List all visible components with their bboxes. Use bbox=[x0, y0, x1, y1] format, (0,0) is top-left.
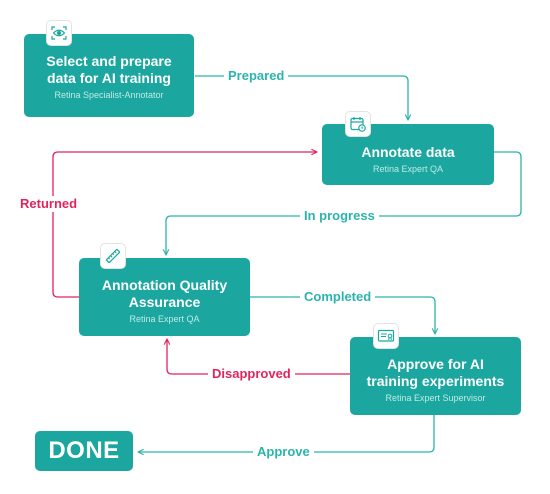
step-title-line: Annotation Quality bbox=[101, 277, 228, 293]
step-title-line: Approve for AI bbox=[387, 356, 484, 372]
step-role: Retina Expert Supervisor bbox=[385, 393, 486, 403]
done-terminal: DONE bbox=[35, 431, 133, 471]
step-select-prepare-data: Select and prepare data for AI training … bbox=[24, 34, 194, 117]
step-title-line: Select and prepare bbox=[46, 53, 172, 69]
step-title-line: data for AI training bbox=[47, 70, 171, 86]
label-returned: Returned bbox=[16, 196, 82, 212]
connector-in-progress bbox=[166, 151, 522, 255]
label-completed: Completed bbox=[300, 289, 376, 305]
label-disapproved: Disapproved bbox=[208, 366, 295, 382]
step-role: Retina Specialist-Annotator bbox=[54, 90, 164, 100]
step-annotation-quality-assurance: Annotation Quality Assurance Retina Expe… bbox=[79, 258, 250, 336]
step-approve-for-ai-training: Approve for AI training experiments Reti… bbox=[350, 337, 521, 415]
connector-returned bbox=[52, 152, 317, 298]
label-in-progress: In progress bbox=[300, 208, 379, 224]
eye-icon bbox=[46, 20, 72, 46]
ruler-pen-icon bbox=[100, 243, 126, 269]
connector-completed bbox=[250, 296, 435, 334]
label-approve: Approve bbox=[253, 444, 314, 460]
step-role: Retina Expert QA bbox=[129, 314, 200, 324]
connector-disapproved bbox=[167, 339, 350, 375]
step-role: Retina Expert QA bbox=[372, 164, 444, 174]
connector-approve bbox=[138, 415, 435, 452]
certificate-icon bbox=[373, 323, 399, 349]
label-prepared: Prepared bbox=[224, 68, 289, 84]
step-title-line: Annotate data bbox=[361, 144, 455, 160]
step-title-line: Assurance bbox=[128, 294, 201, 310]
done-label: DONE bbox=[48, 437, 120, 464]
step-title-line: training experiments bbox=[366, 373, 505, 389]
connector-prepared bbox=[195, 75, 408, 120]
calendar-clock-icon bbox=[345, 111, 371, 137]
